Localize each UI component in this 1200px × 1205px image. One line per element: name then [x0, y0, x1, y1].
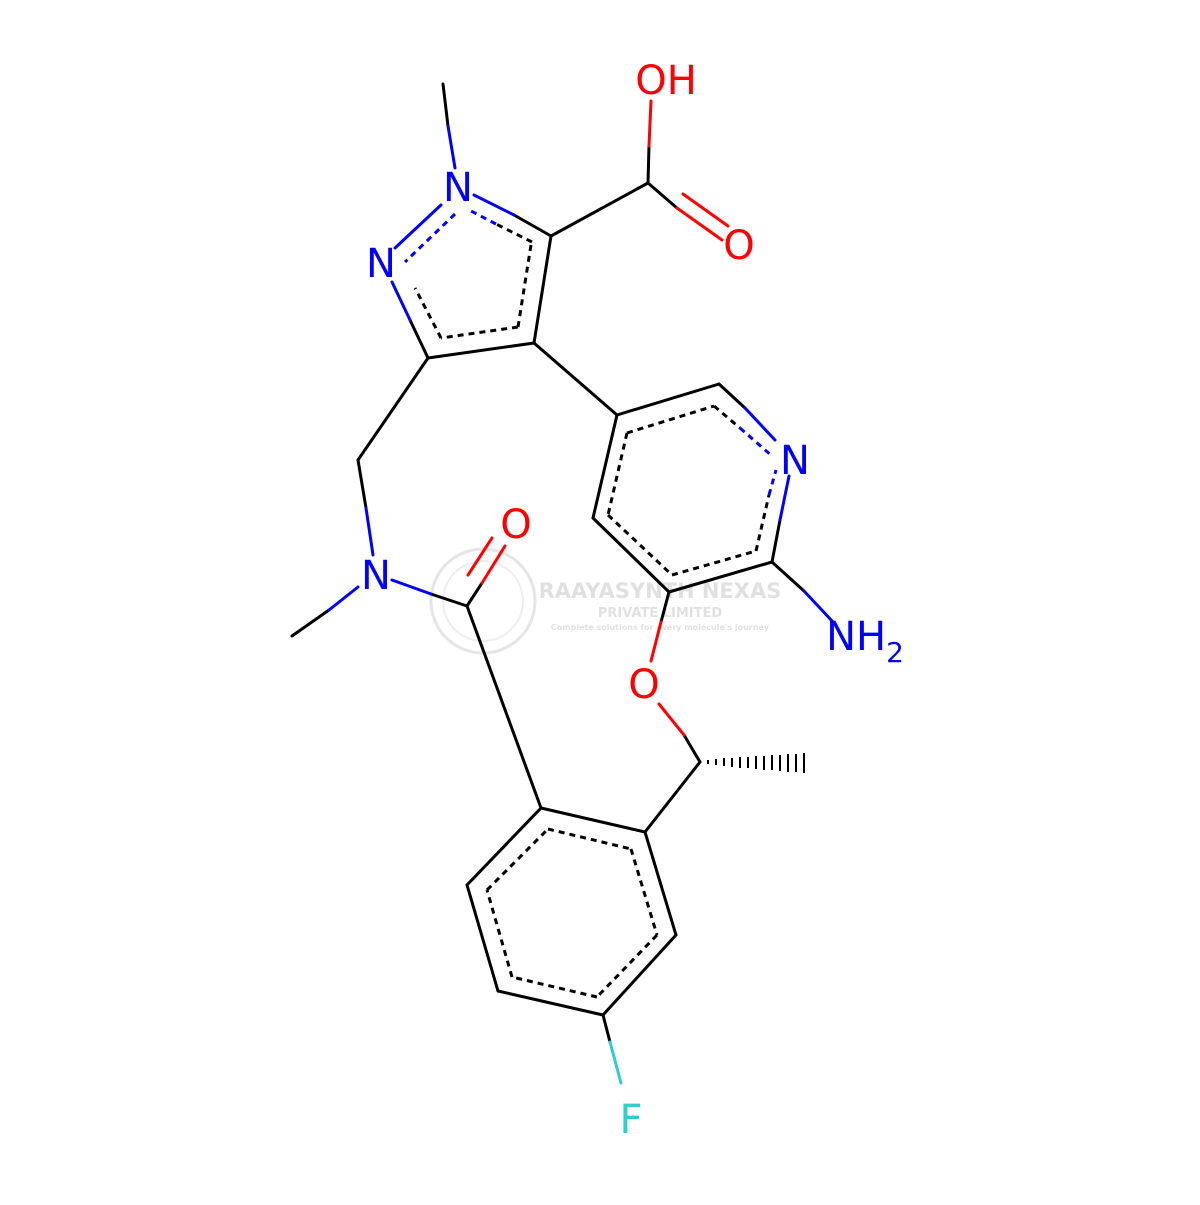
watermark-subtitle: PRIVATE LIMITED [598, 606, 723, 621]
bonds-nitrogen [327, 124, 835, 624]
atom-label-pyrazole-n1: N [443, 165, 473, 211]
bonds-nitrogen-aromatic [403, 209, 778, 496]
atom-label-pyridine-n: N [780, 438, 810, 484]
atom-label-amine: NH2 [826, 614, 904, 669]
watermark-logo-icon [429, 547, 537, 655]
atom-label-fluorine: F [619, 1097, 642, 1143]
stereo-wedge [707, 753, 805, 773]
bonds-oxygen [466, 99, 730, 737]
bonds-carbon [290, 82, 806, 1044]
atom-label-pyrazole-n2: N [366, 241, 396, 287]
atom-label-amide-oxygen: O [500, 502, 531, 548]
bonds-aromatic [413, 222, 771, 999]
watermark: RAAYASYNTH NEXAS PRIVATE LIMITED Complet… [429, 547, 781, 655]
atom-label-carbonyl-oxygen: O [723, 223, 754, 269]
atom-label-hydroxyl: OH [635, 58, 697, 104]
bond-fluorine [608, 1040, 623, 1085]
atom-label-amide-n: N [361, 553, 391, 599]
atom-label-ether-oxygen: O [628, 662, 659, 708]
